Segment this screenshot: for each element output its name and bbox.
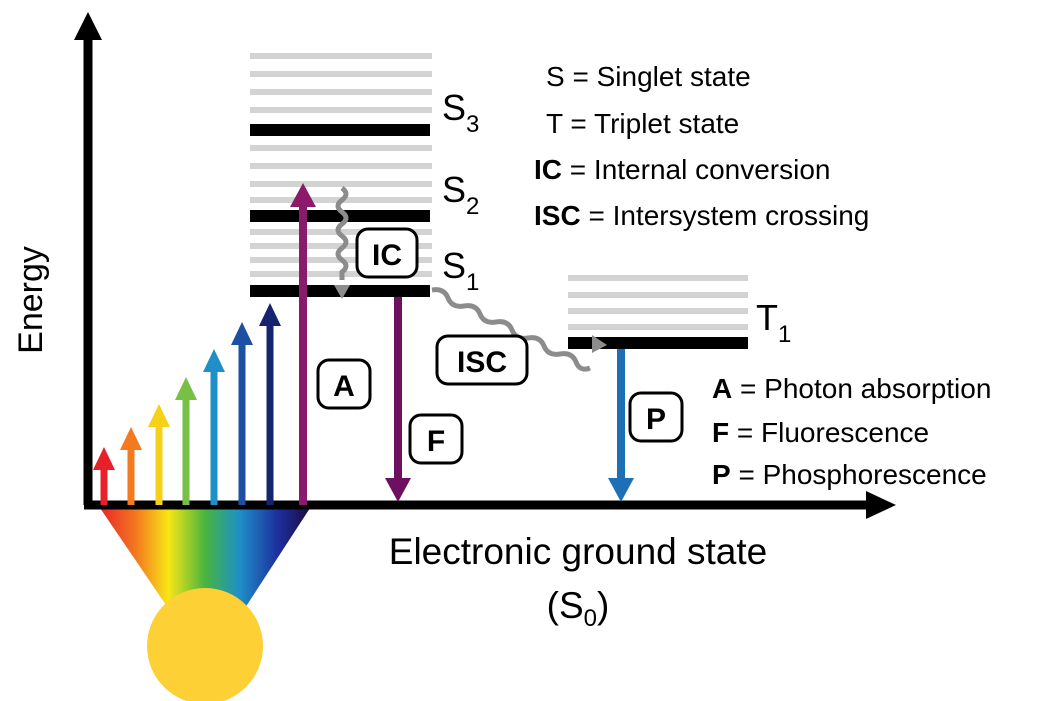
- legend-intersystem-crossing: ISC = Intersystem crossing: [534, 200, 869, 231]
- legend-internal-conversion: IC = Internal conversion: [534, 154, 831, 185]
- legend-photon-absorption: A = Photon absorption: [712, 373, 991, 404]
- triplet-vibrational-levels: [568, 275, 748, 330]
- violet-light-arrowhead: [259, 303, 281, 326]
- legend-processes: A = Photon absorption F = Fluorescence P…: [712, 373, 991, 490]
- y-axis-label: Energy: [12, 246, 50, 354]
- legend-phosphorescence: P = Phosphorescence: [712, 459, 987, 490]
- a-box-label: A: [333, 370, 355, 403]
- t1-label: T1: [756, 297, 791, 348]
- orange-light-arrowhead: [120, 427, 142, 450]
- legend-states: S = Singlet state T = Triplet state IC =…: [534, 61, 869, 231]
- phosphorescence-arrowhead: [608, 478, 634, 502]
- x-axis-label: Electronic ground state: [389, 531, 767, 572]
- ic-box: IC: [355, 227, 419, 279]
- blue-light-arrowhead: [231, 322, 253, 345]
- absorption-arrowhead: [290, 183, 316, 207]
- isc-box: ISC: [435, 334, 529, 386]
- isc-box-label: ISC: [457, 346, 507, 379]
- spectrum-arrows: [93, 303, 281, 505]
- f-box-label: F: [427, 425, 445, 458]
- internal-conversion-arrow: [335, 186, 349, 280]
- red-light-arrowhead: [93, 447, 115, 470]
- green-light-arrowhead: [175, 377, 197, 400]
- s2-label: S2: [442, 169, 479, 220]
- ic-box-label: IC: [372, 239, 402, 272]
- a-box: A: [316, 358, 372, 410]
- intersystem-crossing-arrowhead: [592, 335, 607, 353]
- cyan-light-arrowhead: [203, 349, 225, 372]
- legend-singlet: S = Singlet state: [546, 61, 751, 92]
- legend-fluorescence: F = Fluorescence: [712, 417, 929, 448]
- spectrum-cone: [98, 505, 312, 608]
- s1-label: S1: [442, 245, 479, 296]
- light-source-sun: [147, 588, 263, 701]
- internal-conversion-arrowhead: [334, 285, 350, 299]
- p-box: P: [628, 391, 684, 443]
- energy-axis-arrowhead: [74, 12, 102, 40]
- fluorescence-arrowhead: [385, 478, 411, 502]
- legend-triplet: T = Triplet state: [546, 108, 739, 139]
- p-box-label: P: [646, 403, 666, 436]
- x-axis-sublabel: (S0): [547, 585, 610, 632]
- s3-label: S3: [442, 87, 479, 138]
- ground-state-axis-arrowhead: [866, 491, 896, 519]
- yellow-light-arrowhead: [148, 404, 170, 427]
- intersystem-crossing-arrow: [431, 287, 591, 372]
- f-box: F: [408, 413, 464, 465]
